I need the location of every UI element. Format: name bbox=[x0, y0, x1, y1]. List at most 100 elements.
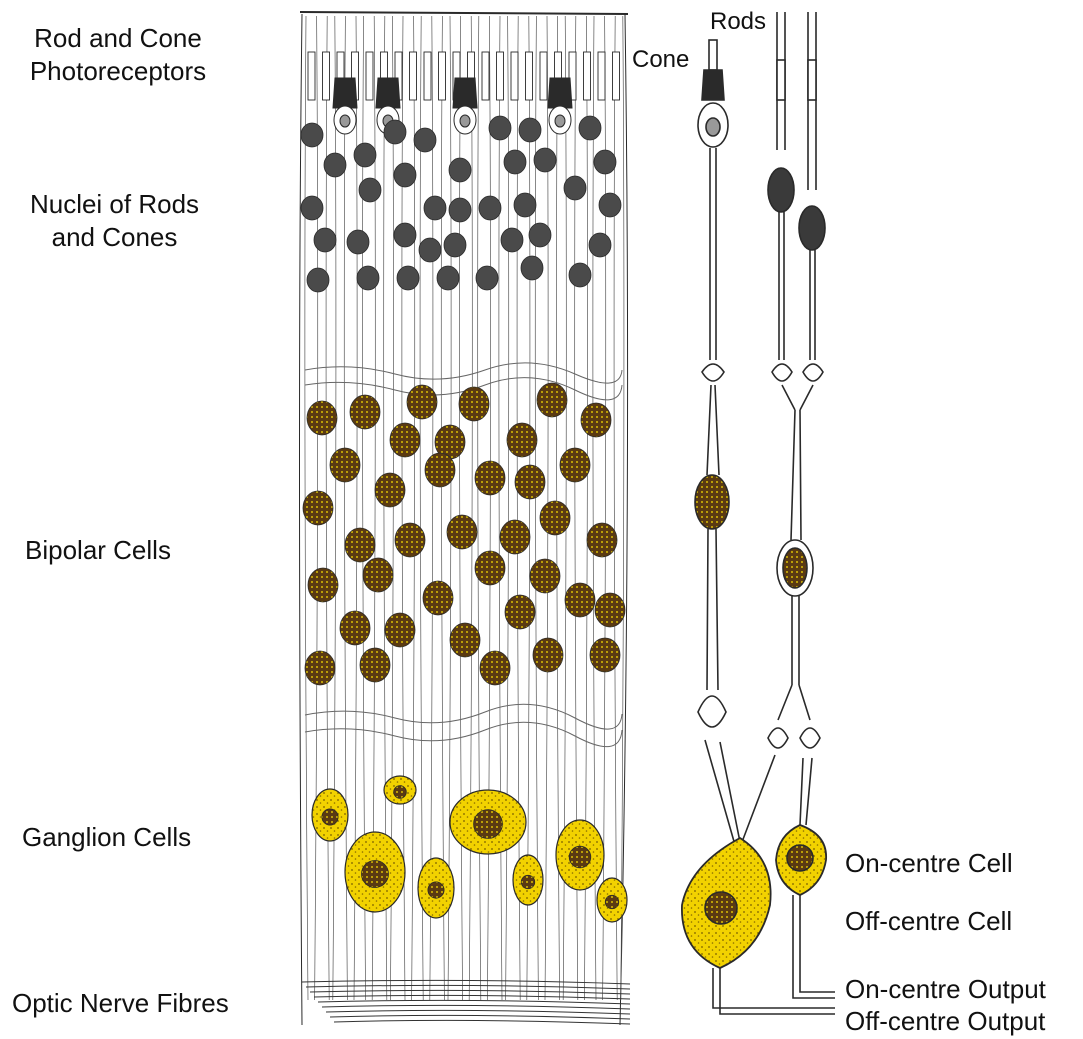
cone-cell bbox=[698, 40, 728, 381]
rod-1-nucleus bbox=[768, 168, 794, 212]
bipolar-nucleus bbox=[540, 501, 570, 535]
retina-cross-section bbox=[300, 12, 631, 1025]
rod-2-nucleus bbox=[799, 206, 825, 250]
cone-outer-segment bbox=[709, 40, 717, 70]
rod-cell-1 bbox=[768, 12, 794, 381]
rod-bipolar-cell bbox=[768, 385, 820, 748]
rod-cone-nucleus bbox=[504, 150, 526, 174]
bipolar-nucleus bbox=[560, 448, 590, 482]
on-centre-axon bbox=[793, 895, 835, 998]
bipolar-nucleus bbox=[587, 523, 617, 557]
rod-1-axon bbox=[779, 212, 784, 360]
rod-segment bbox=[598, 52, 605, 100]
fibre-line bbox=[420, 16, 423, 1000]
bipolar-nucleus bbox=[308, 568, 338, 602]
bipolar-nucleus bbox=[515, 465, 545, 499]
bipolar-nucleus bbox=[385, 613, 415, 647]
rod-segment bbox=[584, 52, 591, 100]
optic-fibre bbox=[314, 995, 630, 999]
rod-cone-nucleus bbox=[479, 196, 501, 220]
inner-plexiform-band bbox=[305, 704, 622, 729]
rod-bipolar-axon bbox=[778, 596, 810, 720]
ganglion-cells bbox=[312, 776, 627, 922]
rod-cone-nucleus bbox=[489, 116, 511, 140]
bipolar-nucleus bbox=[565, 583, 595, 617]
cone-axon bbox=[710, 148, 716, 360]
off-centre-nucleus bbox=[705, 892, 737, 924]
cone-bipolar-axon bbox=[707, 529, 718, 690]
cone-soma-nucleus bbox=[460, 115, 470, 127]
optic-fibre bbox=[306, 985, 630, 989]
off-centre-axon bbox=[713, 968, 835, 1014]
rod-cone-nuclei bbox=[301, 116, 621, 292]
bipolar-nucleus bbox=[590, 638, 620, 672]
cone-bipolar-body bbox=[695, 475, 729, 529]
bipolar-nucleus bbox=[360, 648, 390, 682]
optic-nerve-fibres bbox=[302, 980, 630, 1024]
column-left-edge bbox=[300, 14, 303, 1025]
bipolar-nucleus bbox=[345, 528, 375, 562]
optic-fibre bbox=[318, 1000, 630, 1004]
rod-segment bbox=[482, 52, 489, 100]
rod-cone-nucleus bbox=[354, 143, 376, 167]
bipolar-nucleus bbox=[363, 558, 393, 592]
rod-2-segment bbox=[808, 60, 816, 100]
fibre-line bbox=[527, 16, 530, 1000]
rod-cone-nucleus bbox=[307, 268, 329, 292]
rod-segment bbox=[540, 52, 547, 100]
bipolar-nucleus bbox=[390, 423, 420, 457]
rod-cone-nucleus bbox=[324, 153, 346, 177]
bipolar-nucleus bbox=[407, 385, 437, 419]
optic-fibre bbox=[326, 1010, 630, 1014]
bipolar-nucleus bbox=[480, 651, 510, 685]
rod-bipolar-body bbox=[783, 548, 807, 588]
rod-segment bbox=[497, 52, 504, 100]
bipolar-nucleus bbox=[500, 520, 530, 554]
rod-cone-nucleus bbox=[444, 233, 466, 257]
bipolar-nucleus bbox=[530, 559, 560, 593]
optic-fibre bbox=[330, 1015, 630, 1019]
rod-1-synapse bbox=[772, 364, 792, 381]
cone-soma-nucleus bbox=[340, 115, 350, 127]
cone-bipolar-cell bbox=[695, 385, 729, 727]
bipolar-nucleus bbox=[330, 448, 360, 482]
fibre-line bbox=[441, 16, 444, 1000]
rod-cone-nucleus bbox=[419, 238, 441, 262]
ganglion-nucleus bbox=[605, 895, 619, 909]
rod-cone-nucleus bbox=[501, 228, 523, 252]
rod-cone-nucleus bbox=[514, 193, 536, 217]
bipolar-nucleus bbox=[581, 403, 611, 437]
ganglion-nucleus bbox=[569, 846, 591, 868]
rod-segment bbox=[366, 52, 373, 100]
rod-cone-nucleus bbox=[424, 196, 446, 220]
rod-1-segment bbox=[777, 60, 785, 100]
bipolar-nucleus bbox=[459, 387, 489, 421]
rod-cone-nucleus bbox=[394, 163, 416, 187]
rod-cone-nucleus bbox=[397, 266, 419, 290]
rod-segment bbox=[410, 52, 417, 100]
rod-cone-nucleus bbox=[449, 198, 471, 222]
rod-cone-nucleus bbox=[301, 196, 323, 220]
on-centre-ganglion-cell bbox=[776, 758, 835, 998]
bipolar-nucleus bbox=[475, 461, 505, 495]
cone-bipolar-dendrite bbox=[707, 385, 719, 475]
ganglion-nucleus bbox=[362, 861, 389, 888]
rod-cone-nucleus bbox=[314, 228, 336, 252]
cone-synapse bbox=[702, 364, 724, 381]
bipolar-nucleus bbox=[375, 473, 405, 507]
rod-segment bbox=[424, 52, 431, 100]
rod-cone-nucleus bbox=[347, 230, 369, 254]
rod-cone-nucleus bbox=[359, 178, 381, 202]
rod-cone-nucleus bbox=[564, 176, 586, 200]
ganglion-nucleus bbox=[521, 875, 535, 889]
cone-segment bbox=[333, 78, 357, 108]
rod-cone-nucleus bbox=[357, 266, 379, 290]
rod-cone-nucleus bbox=[521, 256, 543, 280]
rod-cone-nucleus bbox=[394, 223, 416, 247]
inner-plexiform-band-2 bbox=[305, 722, 622, 746]
inner-limiting-line bbox=[300, 12, 628, 14]
rod-bipolar-terminal-2 bbox=[800, 728, 820, 748]
rod-cell-2 bbox=[799, 12, 825, 381]
bipolar-nucleus bbox=[305, 651, 335, 685]
cone-segment bbox=[548, 78, 572, 108]
